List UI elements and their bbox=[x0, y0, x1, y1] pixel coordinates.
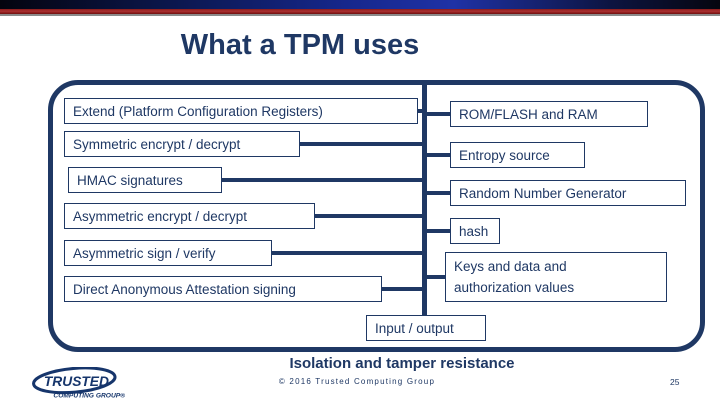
connector-line bbox=[382, 287, 425, 291]
node-random-number-generator: Random Number Generator bbox=[450, 180, 686, 206]
tpm-boundary-frame bbox=[48, 80, 705, 352]
page-number: 25 bbox=[670, 377, 680, 387]
node-asymmetric-sign-verify: Asymmetric sign / verify bbox=[64, 240, 272, 266]
connector-line bbox=[315, 214, 425, 218]
logo-text-trusted: TRUSTED bbox=[44, 374, 109, 389]
node-hmac-signatures: HMAC signatures bbox=[68, 167, 222, 193]
node-daa-signing: Direct Anonymous Attestation signing bbox=[64, 276, 382, 302]
top-banner bbox=[0, 0, 720, 16]
node-keys-line2: authorization values bbox=[454, 279, 575, 295]
node-entropy-source: Entropy source bbox=[450, 142, 585, 168]
node-keys-line1: Keys and data and bbox=[454, 259, 567, 274]
node-rom-flash-ram: ROM/FLASH and RAM bbox=[450, 101, 648, 127]
copyright-text: © 2016 Trusted Computing Group bbox=[278, 377, 436, 386]
connector-line bbox=[425, 153, 450, 157]
page-title: What a TPM uses bbox=[180, 29, 420, 61]
connector-line bbox=[418, 109, 425, 113]
connector-line bbox=[425, 229, 450, 233]
node-input-output: Input / output bbox=[366, 315, 486, 341]
connector-line bbox=[425, 275, 450, 279]
node-keys-and-data: Keys and data and authorization values bbox=[445, 252, 667, 302]
banner-red-stripe bbox=[0, 9, 720, 14]
central-bus-line bbox=[422, 85, 427, 316]
banner-gray-stripe bbox=[0, 14, 720, 16]
logo-text-computing-group: COMPUTING GROUP® bbox=[53, 391, 125, 399]
trusted-computing-group-logo: TRUSTED COMPUTING GROUP® bbox=[32, 367, 125, 399]
node-asymmetric-encrypt-decrypt: Asymmetric encrypt / decrypt bbox=[64, 203, 315, 229]
node-symmetric-encrypt-decrypt: Symmetric encrypt / decrypt bbox=[64, 131, 300, 157]
node-extend-pcr: Extend (Platform Configuration Registers… bbox=[64, 98, 418, 124]
logo-orbit-ellipse bbox=[32, 367, 117, 395]
connector-line bbox=[425, 112, 450, 116]
banner-blue-stripe bbox=[0, 0, 720, 9]
connector-line bbox=[425, 191, 450, 195]
node-hash: hash bbox=[450, 218, 500, 244]
connector-line bbox=[222, 178, 425, 182]
isolation-caption: Isolation and tamper resistance bbox=[289, 355, 515, 372]
connector-line bbox=[300, 142, 425, 146]
connector-line bbox=[272, 251, 425, 255]
